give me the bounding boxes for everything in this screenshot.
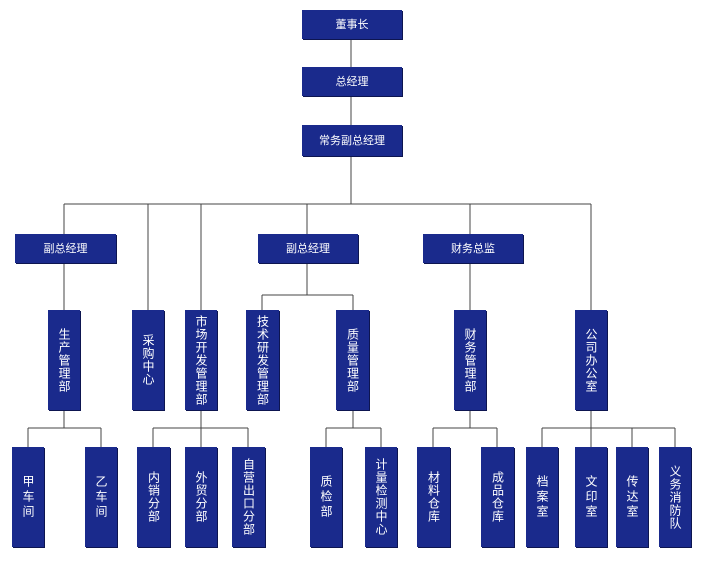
node-quality-inspection: 质检部 <box>310 447 342 547</box>
node-quality-dept: 质量管理部 <box>336 310 369 410</box>
node-print-room: 文印室 <box>575 447 607 547</box>
node-executive-vice-president: 常务副总经理 <box>302 125 402 156</box>
node-marketing-dept: 市场开发管理部 <box>185 310 217 410</box>
node-reception-room: 传达室 <box>616 447 648 547</box>
node-general-manager: 总经理 <box>302 67 402 96</box>
node-foreign-trade: 外贸分部 <box>185 447 217 547</box>
node-purchasing-center: 采购中心 <box>132 310 164 410</box>
node-cfo: 财务总监 <box>423 234 523 263</box>
node-fire-brigade: 义务消防队 <box>659 447 691 547</box>
node-finance-dept: 财务管理部 <box>454 310 486 410</box>
node-vice-president-left: 副总经理 <box>15 234 116 263</box>
node-material-warehouse: 材料仓库 <box>417 447 450 547</box>
node-workshop-a: 甲车间 <box>12 447 44 547</box>
node-tech-rd-dept: 技术研发管理部 <box>246 310 279 410</box>
node-vice-president-middle: 副总经理 <box>258 234 358 263</box>
node-archives-room: 档案室 <box>526 447 558 547</box>
node-chairman: 董事长 <box>302 10 402 39</box>
node-product-warehouse: 成品仓库 <box>481 447 514 547</box>
node-workshop-b: 乙车间 <box>85 447 117 547</box>
node-company-office: 公司办公室 <box>575 310 607 410</box>
node-metrology-center: 计量检测中心 <box>365 447 397 547</box>
node-domestic-sales: 内销分部 <box>137 447 170 547</box>
node-production-dept: 生产管理部 <box>48 310 80 410</box>
node-self-export: 自营出口分部 <box>232 447 265 547</box>
